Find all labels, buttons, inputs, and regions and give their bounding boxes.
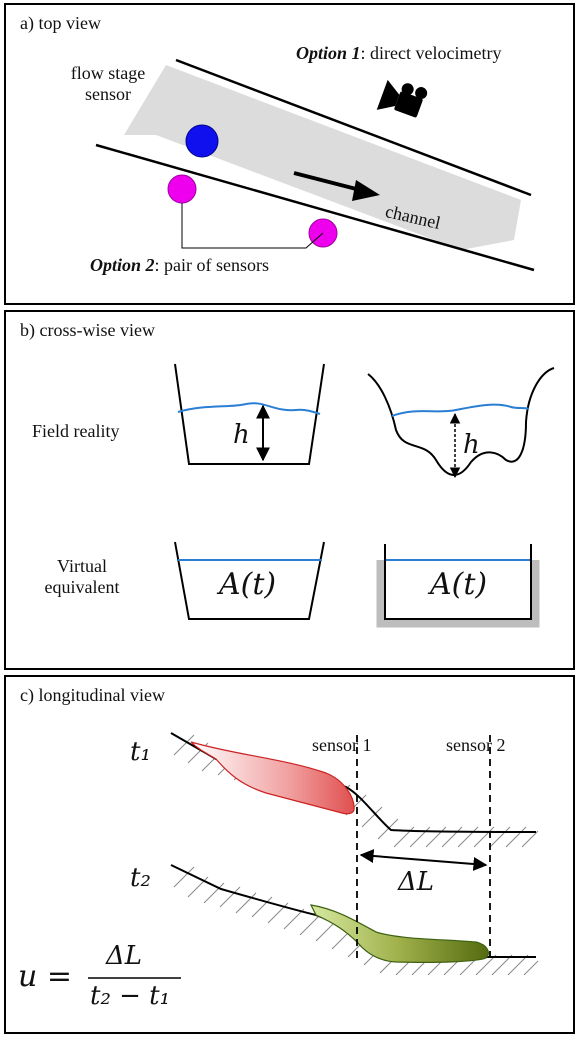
t2-wave: [309, 904, 489, 963]
field-natural-water: [391, 403, 530, 417]
panel-c-title: c) longitudinal view: [20, 685, 165, 705]
panel-top-view: a) top view Option 1: direct velocimetry…: [4, 3, 575, 305]
panel-cross-wise-view: b) cross-wise view Field reality Virtual…: [4, 310, 575, 670]
formula-denominator: t₂ − t₁: [90, 981, 171, 1011]
formula-numerator: ΔL: [106, 941, 143, 971]
pair-connector: [181, 203, 324, 249]
virtual-trapezoid-channel: [174, 541, 325, 620]
t1-wave: [190, 741, 355, 815]
virtual-equivalent-line2: equivalent: [44, 577, 120, 597]
formula-lhs: u =: [18, 959, 72, 994]
virtual-equivalent-label: Virtual equivalent: [26, 556, 138, 598]
channel-area: [124, 65, 521, 250]
field-natural-channel: [367, 367, 555, 476]
delta-l-arrow: [359, 849, 488, 871]
option1-rest: : direct velocimetry: [360, 43, 502, 63]
flow-stage-sensor-label: flow stage sensor: [48, 63, 168, 105]
sensor2-label: sensor 2: [446, 735, 506, 755]
field-reality-label: Field reality: [32, 421, 120, 441]
option2-bold: Option 2: [90, 255, 155, 275]
sensor1-label: sensor 1: [312, 735, 372, 755]
virtual-rect-area-symbol: A(t): [430, 567, 488, 602]
longitudinal-diagram: [88, 732, 539, 979]
field-natural-h-symbol: h: [463, 430, 480, 460]
panel-longitudinal-view: c) longitudinal view: [4, 675, 575, 1034]
panel-b-title: b) cross-wise view: [20, 320, 155, 340]
t2-label: t₂: [130, 863, 151, 893]
virtual-equivalent-line1: Virtual: [57, 556, 107, 576]
top-view-diagram: [95, 58, 535, 272]
virtual-rect-shadow: [376, 560, 540, 628]
channel-upper-bank: [175, 58, 532, 197]
video-camera-icon: [376, 79, 428, 118]
option2-rest: : pair of sensors: [154, 255, 269, 275]
flow-arrow-head: [352, 180, 380, 201]
cross-wise-diagram: [174, 363, 555, 628]
option1-label: Option 1: direct velocimetry: [296, 43, 501, 64]
virtual-rect-channel: [384, 544, 532, 620]
delta-l-label: ΔL: [398, 867, 435, 897]
channel-lower-bank: [95, 143, 535, 272]
option1-bold: Option 1: [296, 43, 361, 63]
field-trapezoid-water: [177, 402, 321, 415]
flow-arrow: [293, 171, 365, 193]
field-trapezoid-channel: [174, 363, 325, 465]
flow-stage-sensor: [185, 124, 219, 158]
t1-label: t₁: [130, 737, 151, 767]
flow-stage-sensor-line2: sensor: [85, 84, 131, 104]
virtual-trapezoid-area-symbol: A(t): [219, 567, 277, 602]
pair-sensor-1: [167, 174, 197, 204]
panel-a-title: a) top view: [20, 13, 101, 33]
field-trapezoid-h-symbol: h: [233, 420, 250, 450]
flow-stage-sensor-line1: flow stage: [70, 63, 146, 83]
option2-label: Option 2: pair of sensors: [90, 255, 269, 276]
